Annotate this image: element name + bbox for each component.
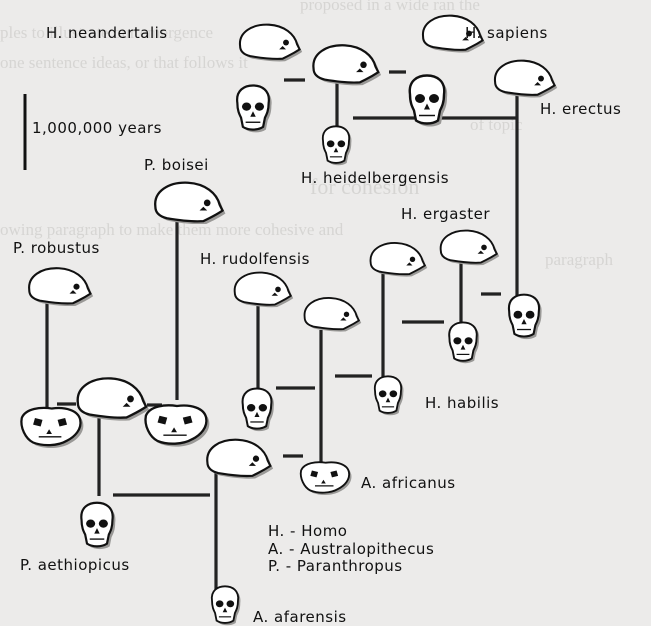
label-afarensis: A. afarensis	[253, 608, 347, 626]
scale-bar-label: 1,000,000 years	[32, 119, 162, 137]
skull-aethiopicus-side-icon	[78, 378, 149, 420]
skull-habilis-side-icon	[305, 298, 362, 332]
abbreviation-key: H. - Homo A. - Australopithecus P. - Par…	[268, 522, 434, 575]
label-africanus: A. africanus	[361, 474, 456, 492]
skull-boisei-front-icon	[146, 405, 210, 446]
skull-intermediate-icon	[313, 45, 381, 85]
label-aethiopicus: P. aethiopicus	[20, 556, 130, 574]
skull-neandertalis-icon	[240, 25, 302, 62]
skull-aethiopicus-icon	[81, 503, 115, 549]
label-heidelbergensis: H. heidelbergensis	[301, 169, 449, 187]
skull-rudolfensis-icon	[235, 273, 294, 308]
skull-afarensis-icon	[212, 586, 241, 625]
skull-neandertalis-front-icon	[237, 85, 272, 132]
skull-boisei-icon	[155, 183, 225, 225]
key-australopithecus: A. - Australopithecus	[268, 540, 434, 558]
skull-ergaster-icon	[441, 231, 500, 266]
skull-ergaster-front-icon	[509, 295, 542, 340]
skull-robustus-icon	[29, 268, 93, 306]
tree-branches	[47, 72, 517, 600]
skull-rudolfensis-front-icon	[243, 389, 274, 432]
skull-sapiens-front-icon	[410, 76, 448, 127]
skull-africanus-icon	[301, 462, 352, 495]
skull-rudolfensis-top-icon	[371, 243, 428, 277]
label-ergaster: H. ergaster	[401, 205, 490, 223]
skull-heidelbergensis-icon	[323, 126, 352, 165]
skull-habilis-front-small-icon	[449, 322, 479, 363]
label-neandertalis: H. neandertalis	[46, 24, 168, 42]
skull-erectus-icon	[495, 61, 557, 98]
label-rudolfensis: H. rudolfensis	[200, 250, 310, 268]
label-habilis: H. habilis	[425, 394, 499, 412]
skull-robustus-front-icon	[21, 408, 83, 448]
label-robustus: P. robustus	[13, 239, 100, 257]
skull-habilis-icon	[375, 376, 404, 415]
key-homo: H. - Homo	[268, 522, 347, 540]
skull-afarensis-side-icon	[207, 440, 273, 479]
key-paranthropus: P. - Paranthropus	[268, 557, 403, 575]
label-erectus: H. erectus	[540, 100, 621, 118]
label-boisei: P. boisei	[144, 156, 209, 174]
label-sapiens: H. sapiens	[465, 24, 548, 42]
